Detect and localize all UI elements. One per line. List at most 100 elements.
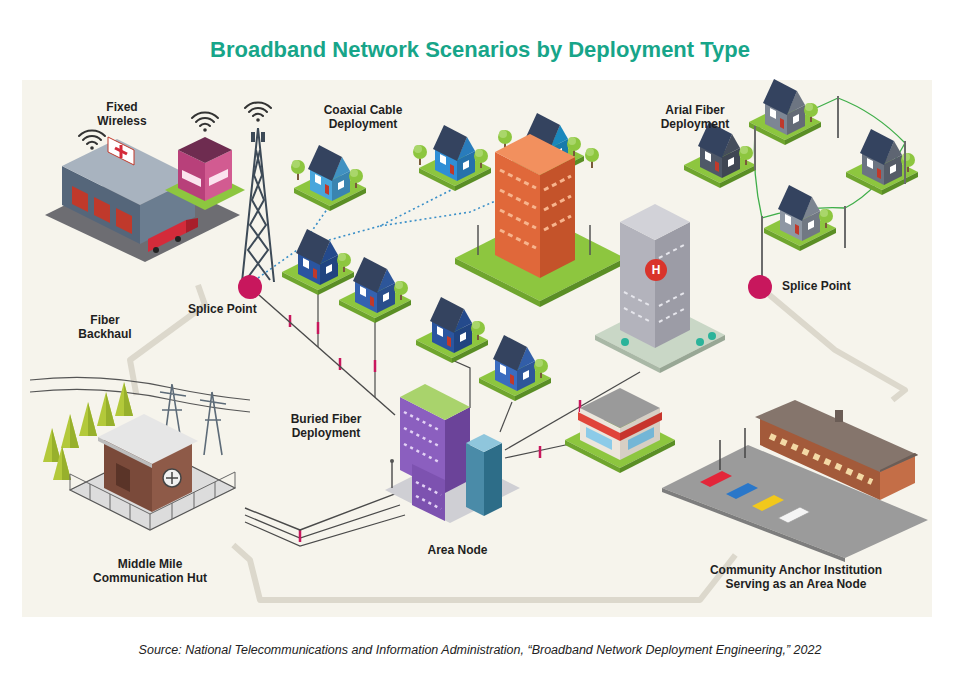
communication-hut-part <box>160 384 226 460</box>
coax-wire-part <box>300 188 455 248</box>
aerial-wire-part <box>755 98 838 128</box>
fiber-line <box>130 285 205 395</box>
area-node-building-part <box>391 462 393 488</box>
community-anchor-site-part <box>880 453 915 500</box>
community-anchor-site-part <box>726 483 758 499</box>
hospital-building-part-part <box>624 308 651 322</box>
buried-wire-part <box>452 360 470 408</box>
fixed-wireless-site-part <box>192 112 218 131</box>
aerial-houses-part <box>846 129 918 195</box>
buried-wire <box>245 292 640 546</box>
hospital-sign: H <box>648 263 664 277</box>
aerial-houses-part-part <box>837 96 839 138</box>
fixed-wireless-site-part <box>62 166 140 244</box>
retail-store-part <box>620 412 662 441</box>
hospital-building-part <box>620 222 655 348</box>
fixed-wireless-site-part <box>251 132 255 142</box>
coax-houses-part <box>294 145 366 211</box>
hospital-building-part <box>645 259 667 281</box>
deployment-label: Arial Fiber Deployment <box>650 103 740 131</box>
communication-hut-part <box>98 414 198 464</box>
fixed-wireless-site-part <box>148 220 186 252</box>
fixed-wireless-site-part <box>205 150 232 201</box>
fixed-wireless-site-part <box>245 102 271 121</box>
splice-post-part <box>299 530 302 542</box>
communication-hut-part-part <box>30 389 250 412</box>
community-anchor-site-part <box>770 436 872 482</box>
fixed-wireless-site-part <box>242 128 274 282</box>
fixed-wireless-site-part <box>153 247 159 253</box>
diagram-title: Broadband Network Scenarios by Deploymen… <box>0 37 960 63</box>
communication-hut-part <box>30 377 250 412</box>
fixed-wireless-site-part <box>115 148 127 154</box>
communication-hut-part-part <box>90 484 91 500</box>
retail-store-part <box>565 440 620 473</box>
communication-hut-part <box>163 469 181 487</box>
fixed-wireless-site <box>45 102 274 282</box>
splice-post-part <box>374 360 377 372</box>
communication-hut-part <box>97 392 115 426</box>
buried-wire-part <box>505 372 640 450</box>
retail-store-part <box>565 412 675 468</box>
buried-houses-part <box>479 335 551 401</box>
node-label: Middle Mile Communication Hut <box>85 557 215 585</box>
retail-store-part <box>620 440 675 473</box>
backhaul-label: Fiber Backhaul <box>74 313 136 341</box>
buried-wire-part <box>245 505 400 538</box>
buried-houses-part <box>416 297 488 363</box>
fixed-wireless-site-part <box>175 236 181 242</box>
buried-wire-part <box>505 444 570 458</box>
coax-wire-part <box>258 205 330 278</box>
coax-houses-part <box>585 148 599 168</box>
area-node-building-part <box>390 459 394 463</box>
apartment-building-part <box>477 225 479 255</box>
communication-hut-part-part <box>150 514 151 530</box>
area-node-building-part <box>400 397 445 493</box>
fixed-wireless-site-part <box>261 132 265 142</box>
aerial-wire-part <box>845 143 905 208</box>
node-label: Splice Point <box>188 302 257 316</box>
communication-hut-part <box>43 428 61 462</box>
area-node-building-part-part <box>404 444 441 463</box>
area-node-building-part <box>400 384 470 420</box>
splice-post-part <box>539 446 542 458</box>
node-label: Area Node <box>395 543 520 557</box>
aerial-wire-part <box>754 128 762 218</box>
community-anchor-site-part <box>880 453 918 472</box>
apartment-building <box>455 134 625 307</box>
retail-store-part <box>578 412 620 441</box>
area-node-building-part-part <box>416 482 441 495</box>
communication-hut-part <box>61 414 79 448</box>
fixed-wireless-site-part <box>79 130 105 149</box>
splice-post-part <box>317 322 320 334</box>
hospital-building-part <box>708 332 716 340</box>
fixed-wireless-site-part <box>182 170 201 187</box>
hospital-building-part <box>595 302 725 368</box>
communication-hut-part-part <box>70 472 235 514</box>
fixed-wireless-site-part-part <box>246 150 268 280</box>
community-anchor-site <box>662 400 928 562</box>
communication-hut-part <box>152 442 192 512</box>
coax-houses-part <box>512 113 584 179</box>
communication-hut-part <box>115 382 133 416</box>
fixed-wireless-site-part <box>108 137 134 165</box>
buried-wire-part <box>374 320 375 397</box>
splice-point: Splice Point <box>748 275 772 299</box>
deployment-label: Buried Fiber Deployment <box>280 412 372 440</box>
splice-post-part <box>339 358 342 370</box>
hospital-building-part <box>621 338 629 346</box>
community-anchor-site-part <box>662 445 928 558</box>
fixed-wireless-site-part <box>140 178 195 244</box>
fixed-wireless-site-part-part <box>248 150 270 280</box>
aerial-houses-part-part <box>904 141 906 184</box>
area-node-building-part <box>466 443 484 516</box>
fixed-wireless-site-part <box>72 186 88 212</box>
fixed-wireless-site-part <box>209 169 228 186</box>
community-anchor-site-part <box>720 428 745 470</box>
retail-store <box>565 388 675 473</box>
apartment-building-part-part <box>500 210 536 228</box>
apartment-building-part <box>495 134 575 175</box>
hut-node: Middle Mile Communication Hut <box>55 395 245 545</box>
area-node-building-part <box>484 443 502 516</box>
